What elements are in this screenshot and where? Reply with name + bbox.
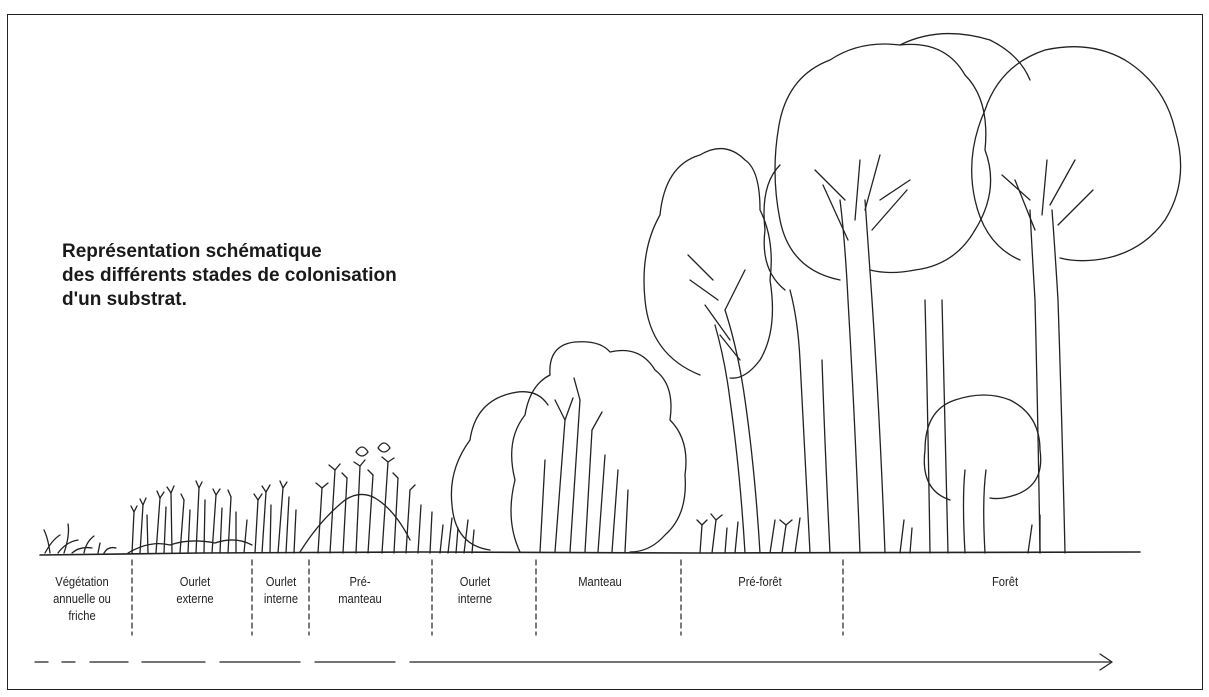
herb-layer [254, 443, 474, 553]
title-line-3: d'un substrat. [62, 288, 397, 312]
stage-label-ourlet-externe: Ourlet externe [165, 573, 225, 607]
title-line-1: Représentation schématique [62, 240, 397, 264]
stage-label-pre-manteau: Pré- manteau [330, 573, 390, 607]
manteau-shrubs [451, 342, 686, 552]
stage-label-vegetation-annuelle: Végétation annuelle ou friche [39, 573, 125, 624]
stage-label-ourlet-interne-2: Ourlet interne [445, 573, 505, 607]
understory-plants [697, 395, 1041, 553]
ground-line [40, 552, 1140, 555]
diagram-title: Représentation schématique des différent… [62, 240, 397, 312]
progression-arrow [35, 654, 1112, 670]
title-line-2: des différents stades de colonisation [62, 264, 397, 288]
stage-label-manteau: Manteau [566, 573, 635, 590]
foret-trees [775, 34, 1181, 553]
pre-foret-trees [644, 149, 830, 553]
annual-grass-group [44, 524, 116, 553]
stage-label-pre-foret: Pré-forêt [721, 573, 798, 590]
stage-label-foret: Forêt [971, 573, 1040, 590]
ourlet-externe-grasses [128, 481, 252, 553]
stage-label-ourlet-interne-1: Ourlet interne [254, 573, 307, 607]
